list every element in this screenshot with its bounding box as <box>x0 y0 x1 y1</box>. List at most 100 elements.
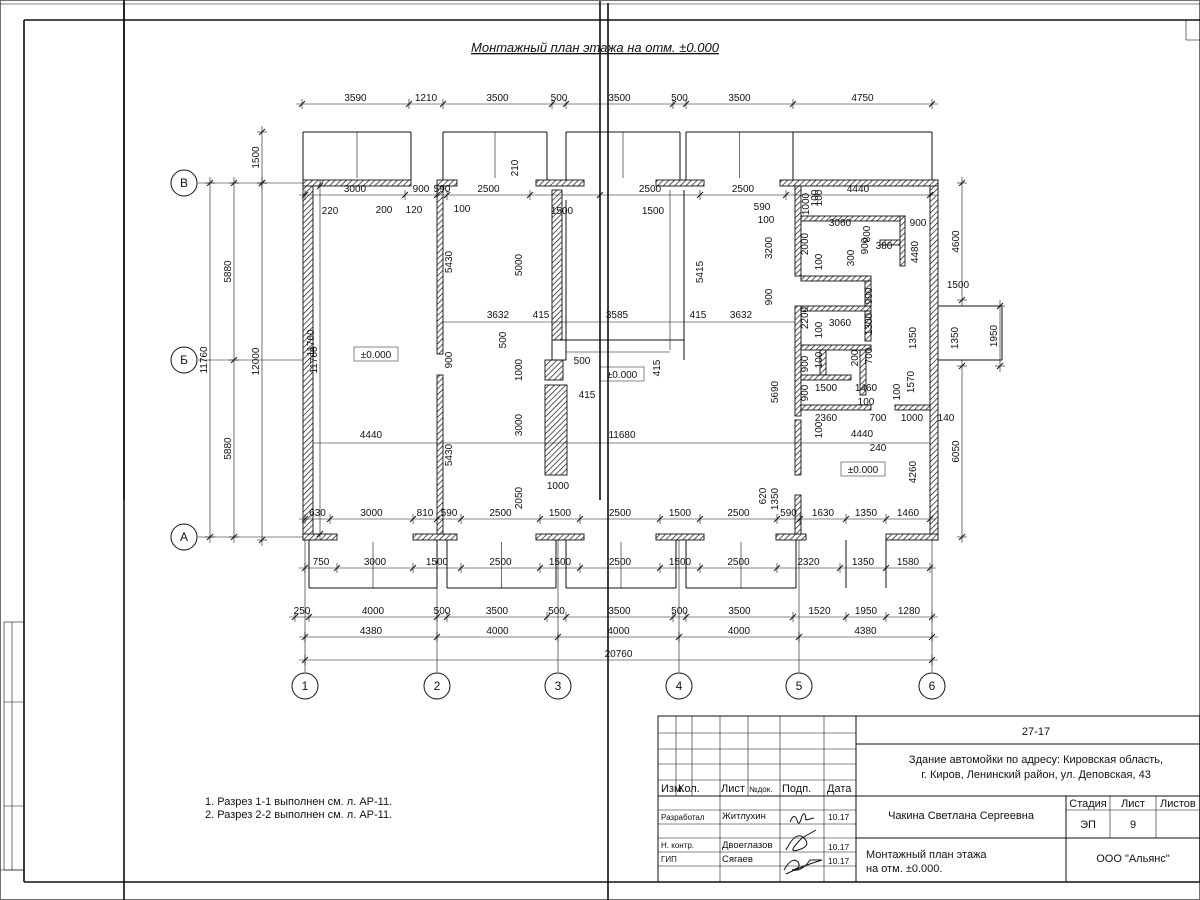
dimension-label-inner: 100 <box>758 215 775 226</box>
tb-role-chief: ГИП <box>661 855 677 864</box>
dim-top-row1-label: 4750 <box>851 93 874 104</box>
tb-role-normcontrol: Н. контр. <box>661 841 694 850</box>
dim-bottom-row4-label: 4380 <box>854 626 877 637</box>
tb-sheets-label: Листов <box>1160 798 1196 810</box>
tb-date-normcontrol: 10.17 <box>828 842 850 852</box>
wall-room-b <box>800 305 872 312</box>
dimension-label-inner: 3200 <box>764 236 775 259</box>
dimension-label-inner: 3585 <box>606 310 629 321</box>
dimension-label-inner: 100 <box>454 204 471 215</box>
axis-label-1: Б <box>180 353 188 367</box>
dimension-label-inner: 100 <box>814 189 825 206</box>
dimension-label-inner: 2200 <box>800 306 811 329</box>
dim-bottom-row3-label: 1950 <box>855 606 878 617</box>
column-2 <box>544 384 568 476</box>
dimension-label-inner: 1500 <box>947 280 970 291</box>
dimension-label-inner: 4440 <box>851 429 874 440</box>
dimension-label-inner: 100 <box>858 397 875 408</box>
wall-top-1 <box>302 179 412 187</box>
tb-role-developer: Разработал <box>661 813 705 822</box>
dim-left-5880-label: 5880 <box>223 260 234 283</box>
tb-stage-label: Стадия <box>1069 798 1107 810</box>
dimension-label-inner: 100 <box>892 383 903 400</box>
wall-outer-right <box>929 179 939 541</box>
dimension-label-inner: 415 <box>579 390 596 401</box>
axis-bubble-3 <box>544 672 572 700</box>
dimension-label-inner: 900 <box>800 355 811 372</box>
dim-bottom-row2-label: 2500 <box>609 557 632 568</box>
dim-bottom-row1-label: 590 <box>780 508 797 519</box>
dim-bottom-row1-label: 2500 <box>727 508 750 519</box>
wall-top-4 <box>655 179 705 187</box>
dim-bottom-total-label: 20760 <box>605 649 633 660</box>
dimension-label-inner: 4260 <box>908 460 919 483</box>
dim-bottom-row3-label: 3500 <box>728 606 751 617</box>
dim-bottom-row3-label: 500 <box>548 606 565 617</box>
signature-chief <box>783 859 823 875</box>
dimension-label-inner: 700 <box>870 413 887 424</box>
dimension-label-inner: 100 <box>814 351 825 368</box>
column-1 <box>544 359 564 381</box>
dimension-label-inner: 2360 <box>815 413 838 424</box>
dimension-label-inner: 210 <box>510 159 521 176</box>
dimension-label-inner: 100 <box>814 253 825 270</box>
dimension-label-inner: 5415 <box>695 260 706 283</box>
dim-bottom-row3-label: 4000 <box>362 606 385 617</box>
dimension-label-inner: 1350 <box>950 326 961 349</box>
tb-header-date: Дата <box>827 783 852 795</box>
dim-bottom-row4-label: 4000 <box>607 626 630 637</box>
dim-bottom-row1-label: 590 <box>441 508 458 519</box>
dimension-label-inner: 3632 <box>730 310 753 321</box>
dimension-label-inner: 900 <box>864 287 875 304</box>
wall-room-k <box>899 215 906 267</box>
axis-bubble-2 <box>423 672 451 700</box>
dimension-label-inner: 2000 <box>800 232 811 255</box>
dimension-label-inner: 500 <box>574 356 591 367</box>
wall-axis2-lower <box>436 374 444 535</box>
wall-axis5-1 <box>794 185 802 277</box>
dim-top-row1-label: 3590 <box>344 93 367 104</box>
wall-bottom-2 <box>412 533 458 541</box>
tb-author: Чакина Светлана Сергеевна <box>888 810 1035 822</box>
dimension-label-inner: 5000 <box>514 253 525 276</box>
dim-inner-11760-label: 11760 <box>309 346 320 374</box>
dim-bottom-row4-label: 4380 <box>360 626 383 637</box>
dimension-label-inner: 3060 <box>829 318 852 329</box>
dim-bottom-row1-label: 630 <box>309 508 326 519</box>
tb-name-developer: Житлухин <box>722 811 766 822</box>
dimension-label-inner: 240 <box>870 443 887 454</box>
dim-bottom-row1-label: 1460 <box>897 508 920 519</box>
dim-bottom-row1-label: 1630 <box>812 508 835 519</box>
dim-top-row1-label: 500 <box>551 93 568 104</box>
dimension-label-inner: 900 <box>860 237 871 254</box>
tb-header-doc: №док. <box>749 785 772 794</box>
axis-label-6: 6 <box>929 679 936 693</box>
dimension-label-inner: 120 <box>406 205 423 216</box>
wall-bottom-4 <box>655 533 705 541</box>
tb-header-podp: Подп. <box>782 783 811 795</box>
level-mark: ±0.000 <box>361 350 392 361</box>
dimension-label-inner: 620 <box>758 487 769 504</box>
tb-header-kol: Кол. <box>678 783 700 795</box>
wall-top-3 <box>535 179 585 187</box>
axis-label-2: 2 <box>434 679 441 693</box>
dim-bottom-row2-label: 1350 <box>852 557 875 568</box>
signature-developer <box>789 813 815 824</box>
axis-label-2: А <box>180 530 188 544</box>
dimension-label-inner: 1500 <box>642 206 665 217</box>
dimension-label-inner: 100 <box>814 421 825 438</box>
dimension-label-inner: 415 <box>690 310 707 321</box>
dim-bottom-row1-label: 810 <box>417 508 434 519</box>
dim-bottom-row3-label: 1520 <box>808 606 831 617</box>
wall-bottom-3 <box>535 533 585 541</box>
dimension-label-inner: 220 <box>322 206 339 217</box>
dim-bottom-row3-label: 3500 <box>608 606 631 617</box>
dimension-label-inner: 4440 <box>360 430 383 441</box>
dimension-label-inner: 200 <box>850 349 861 366</box>
level-mark-box <box>840 461 886 477</box>
tb-date-developer: 10.17 <box>828 812 850 822</box>
dim-bottom-row2-label: 1500 <box>549 557 572 568</box>
dim-bottom-row3-label: 250 <box>294 606 311 617</box>
dim-top-row1-label: 1210 <box>415 93 438 104</box>
